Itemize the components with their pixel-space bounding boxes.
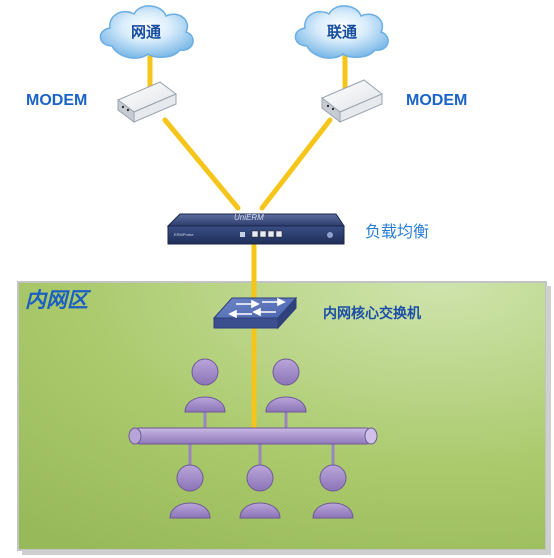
cloud-label-liantong: 联通 bbox=[327, 23, 358, 41]
bus-right-cap bbox=[364, 427, 378, 445]
cloud-liantong-icon bbox=[294, 5, 389, 59]
load-balancer-icon bbox=[166, 213, 345, 245]
bus-left-cap bbox=[128, 427, 142, 445]
modem-label-right: MODEM bbox=[406, 92, 468, 109]
link-modem2-lb bbox=[259, 117, 333, 211]
modem-right-icon bbox=[321, 79, 383, 124]
modem-label-left: MODEM bbox=[26, 92, 88, 109]
modem-left-icon bbox=[117, 81, 177, 123]
user-icon bbox=[184, 358, 226, 413]
cloud-label-wangtong: 网通 bbox=[131, 23, 162, 41]
bus-bar bbox=[134, 427, 372, 445]
intranet-zone bbox=[17, 281, 551, 555]
load-balancer-brand: UniERM bbox=[234, 213, 264, 222]
cloud-wangtong-icon bbox=[99, 5, 194, 59]
user-icon bbox=[169, 464, 211, 519]
load-balancer-label: 负载均衡 bbox=[365, 222, 430, 241]
load-balancer-model: ERMProbe bbox=[174, 232, 194, 237]
core-switch-label: 内网核心交换机 bbox=[323, 306, 421, 322]
user-icon bbox=[265, 358, 307, 413]
user-icon bbox=[312, 464, 354, 519]
link-modem1-lb bbox=[162, 117, 241, 211]
core-switch-icon bbox=[212, 296, 298, 330]
network-links bbox=[147, 53, 348, 433]
zone-label: 内网区 bbox=[25, 288, 88, 312]
user-icon bbox=[239, 464, 281, 519]
